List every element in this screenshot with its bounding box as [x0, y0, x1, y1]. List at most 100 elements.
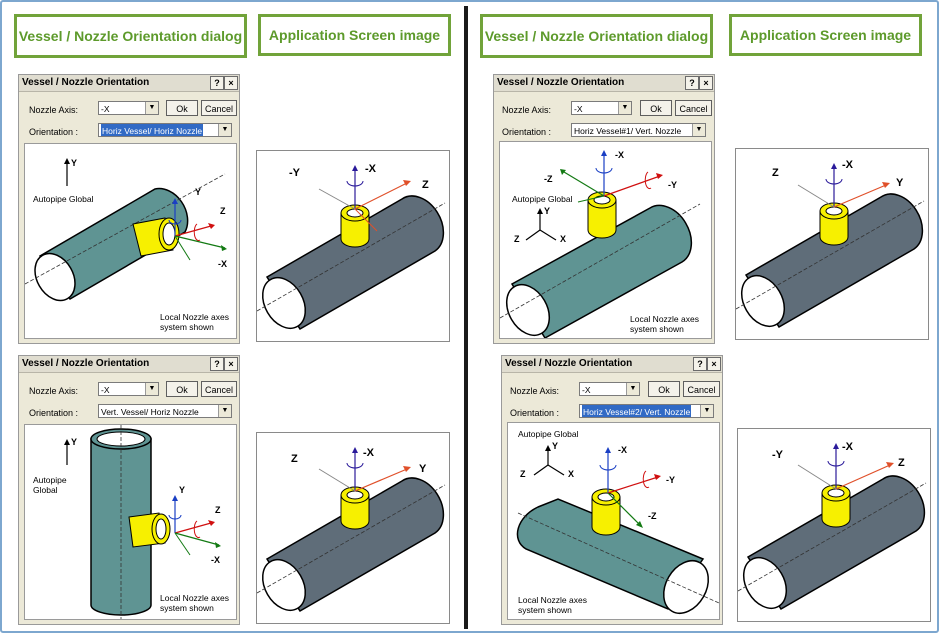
- orientation-select[interactable]: Vert. Vessel/ Horiz Nozzle ▼: [98, 404, 232, 418]
- orientation-select[interactable]: Horiz Vessel#2/ Vert. Nozzle ▼: [579, 404, 714, 418]
- orientation-label: Orientation :: [29, 408, 79, 418]
- orientation-dialog-1: Vessel / Nozzle Orientation ? × Nozzle A…: [18, 74, 240, 344]
- orientation-diagram: -X -Z -Y Autopipe Global Y Z X Local Noz…: [499, 141, 712, 339]
- axis-label-neg-y: -Y: [668, 180, 677, 190]
- header-text: Application Screen image: [739, 27, 912, 43]
- caption-line-2: system shown: [630, 324, 684, 334]
- header-dialog-right: Vessel / Nozzle Orientation dialog: [480, 14, 713, 58]
- select-value: Vert. Vessel/ Horiz Nozzle: [101, 407, 199, 417]
- caption-line-1: Local Nozzle axes: [518, 595, 587, 605]
- axis-label-z: Z: [514, 234, 520, 244]
- dropdown-arrow-icon[interactable]: ▼: [700, 405, 713, 417]
- axis-label-neg-y: -Y: [772, 449, 783, 461]
- axis-label-neg-x: -X: [842, 441, 853, 453]
- axis-label-z: Z: [772, 167, 779, 179]
- axis-label-y: Y: [552, 441, 559, 451]
- cancel-button[interactable]: Cancel: [201, 381, 237, 397]
- caption-line-2: system shown: [518, 605, 572, 615]
- axis-label-neg-x: -X: [842, 159, 853, 171]
- help-button[interactable]: ?: [210, 357, 224, 371]
- header-text: Vessel / Nozzle Orientation dialog: [18, 28, 243, 44]
- header-dialog-left: Vessel / Nozzle Orientation dialog: [14, 14, 247, 58]
- select-value: -X: [582, 385, 591, 395]
- nozzle-axis-label: Nozzle Axis:: [502, 105, 552, 115]
- orientation-select[interactable]: Horiz Vessel/ Horiz Nozzle▼: [98, 123, 232, 137]
- nozzle-axis-label: Nozzle Axis:: [510, 386, 560, 396]
- global-label: Autopipe Global: [512, 194, 573, 204]
- axis-label-y: Y: [71, 437, 78, 447]
- cancel-button[interactable]: Cancel: [675, 100, 712, 116]
- axis-label-z: Z: [291, 453, 298, 465]
- orientation-dialog-3: Vessel / Nozzle Orientation ? × Nozzle A…: [493, 74, 715, 344]
- section-divider: [464, 6, 468, 629]
- ok-button[interactable]: Ok: [166, 100, 198, 116]
- axis-label-y: Y: [544, 206, 551, 216]
- header-text: Vessel / Nozzle Orientation dialog: [484, 28, 709, 44]
- global-label: Autopipe Global: [518, 429, 579, 439]
- nozzle-axis-select[interactable]: -X ▼: [98, 101, 159, 115]
- axis-label-neg-x: -X: [365, 163, 376, 175]
- dialog-title: Vessel / Nozzle Orientation: [22, 358, 150, 369]
- ok-button[interactable]: Ok: [166, 381, 198, 397]
- caption-line-2: system shown: [160, 322, 214, 332]
- header-app-right: Application Screen image: [729, 14, 922, 56]
- orientation-diagram: Autopipe Global Y Z X -X -Y -Z Local Noz…: [507, 422, 720, 620]
- axis-label-z: Z: [215, 505, 221, 515]
- axis-label-x: X: [560, 234, 567, 244]
- dropdown-arrow-icon[interactable]: ▼: [626, 383, 639, 395]
- orientation-dialog-2: Vessel / Nozzle Orientation ? × Nozzle A…: [18, 355, 240, 625]
- axis-label-neg-x: -X: [618, 445, 627, 455]
- axis-label-neg-y: -Y: [666, 475, 675, 485]
- nozzle-axis-select[interactable]: -X ▼: [98, 382, 159, 396]
- axis-label-z: Z: [220, 206, 226, 216]
- orientation-label: Orientation :: [29, 127, 79, 137]
- nozzle-axis-label: Nozzle Axis:: [29, 386, 79, 396]
- cancel-button[interactable]: Cancel: [201, 100, 237, 116]
- app-screen-image-4: -Y -X Z: [737, 428, 931, 622]
- help-button[interactable]: ?: [693, 357, 707, 371]
- ok-button[interactable]: Ok: [640, 100, 672, 116]
- app-screen-image-3: Z -X Y: [735, 148, 929, 340]
- axis-label-neg-x: -X: [615, 150, 624, 160]
- select-value: -X: [101, 104, 110, 114]
- ok-button[interactable]: Ok: [648, 381, 680, 397]
- dialog-title-bar: Vessel / Nozzle Orientation ? ×: [494, 75, 714, 92]
- axis-label-neg-x: -X: [218, 259, 227, 269]
- axis-label-y: Y: [195, 187, 202, 197]
- dropdown-arrow-icon[interactable]: ▼: [145, 383, 158, 395]
- dropdown-arrow-icon[interactable]: ▼: [218, 124, 231, 136]
- help-button[interactable]: ?: [210, 76, 224, 90]
- close-button[interactable]: ×: [224, 76, 238, 90]
- orientation-select[interactable]: Horiz Vessel#1/ Vert. Nozzle▼: [571, 123, 706, 137]
- axis-label-neg-z: -Z: [544, 174, 553, 184]
- caption-line-1: Local Nozzle axes: [160, 593, 229, 603]
- dialog-title-bar: Vessel / Nozzle Orientation ? ×: [19, 356, 239, 373]
- select-value: Horiz Vessel#2/ Vert. Nozzle: [582, 405, 692, 417]
- caption-line-2: system shown: [160, 603, 214, 613]
- nozzle-axis-select[interactable]: -X ▼: [579, 382, 640, 396]
- select-value: -X: [101, 385, 110, 395]
- axis-label-y: Y: [71, 158, 78, 168]
- dropdown-arrow-icon[interactable]: ▼: [692, 124, 705, 136]
- cancel-button[interactable]: Cancel: [683, 381, 720, 397]
- dialog-title-bar: Vessel / Nozzle Orientation ? ×: [502, 356, 722, 373]
- caption-line-1: Local Nozzle axes: [630, 314, 699, 324]
- nozzle-axis-select[interactable]: -X▼: [571, 101, 632, 115]
- axis-label-y: Y: [896, 177, 904, 189]
- axis-label-x: X: [568, 469, 575, 479]
- dialog-title: Vessel / Nozzle Orientation: [505, 358, 633, 369]
- close-button[interactable]: ×: [224, 357, 238, 371]
- dropdown-arrow-icon[interactable]: ▼: [218, 405, 231, 417]
- app-screen-image-1: -Y -X Z: [256, 150, 450, 342]
- close-button[interactable]: ×: [699, 76, 713, 90]
- orientation-diagram: Y Autopipe Global Y Z -X Local Nozzle ax…: [24, 143, 237, 339]
- dropdown-arrow-icon[interactable]: ▼: [145, 102, 158, 114]
- app-screen-image-2: Z -X Y: [256, 432, 450, 624]
- help-button[interactable]: ?: [685, 76, 699, 90]
- axis-label-z: Z: [520, 469, 526, 479]
- dropdown-arrow-icon[interactable]: ▼: [618, 102, 631, 114]
- orientation-label: Orientation :: [502, 127, 552, 137]
- close-button[interactable]: ×: [707, 357, 721, 371]
- header-text: Application Screen image: [268, 27, 441, 43]
- axis-label-z: Z: [422, 179, 429, 191]
